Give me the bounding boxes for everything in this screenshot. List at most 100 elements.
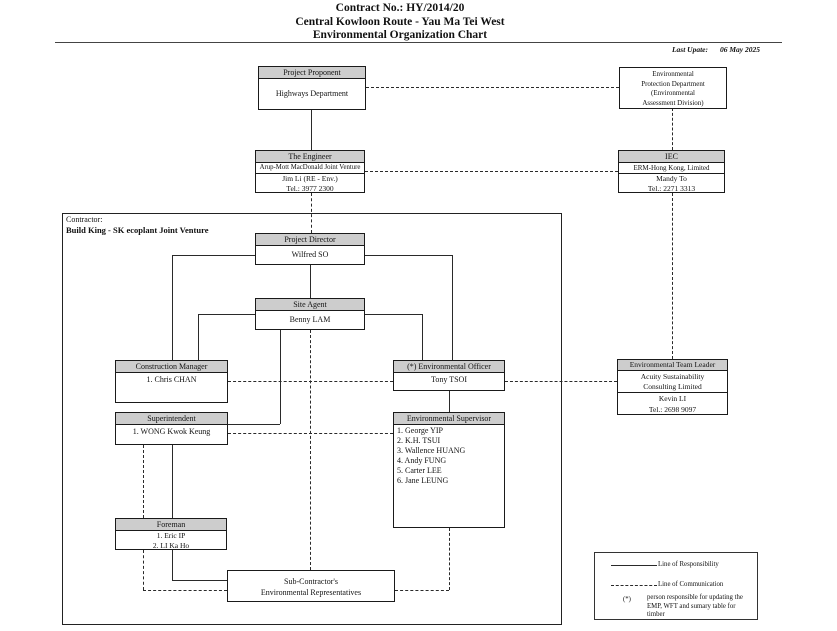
legend-communication-label: Line of Communication	[658, 581, 724, 588]
connector-director-environmentalofficer	[452, 255, 453, 360]
subcontractor-line2: Environmental Representatives	[260, 588, 362, 597]
es-name-1: 1. George YIP	[397, 426, 443, 435]
connector-siteagent-environmentalofficer	[422, 314, 423, 360]
connector-epd-iec	[672, 108, 673, 150]
connector-director-siteagent	[310, 265, 311, 298]
box-iec: IEC ERM-Hong Kong, Limited Mandy To Tel.…	[618, 150, 725, 193]
es-name-4: 4. Andy FUNG	[397, 456, 447, 465]
box-superintendent-body: 1. WONG Kwok Keung	[132, 427, 211, 436]
box-subcontractor: Sub-Contractor's Environmental Represent…	[227, 570, 395, 602]
connector-proponent-epd	[366, 87, 619, 88]
box-engineer: The Engineer Arup-Mott MacDonald Joint V…	[255, 150, 365, 193]
box-epd: Environmental Protection Department (Env…	[619, 67, 727, 109]
iec-tel: Tel.: 2271 3313	[647, 184, 696, 193]
foreman-name-2: 2. LI Ka Ho	[152, 541, 190, 550]
box-foreman: Foreman 1. Eric IP 2. LI Ka Ho	[115, 518, 227, 550]
legend: Line of Responsibility Line of Communica…	[594, 552, 758, 620]
connector-iec-teamleader	[672, 193, 673, 359]
contractor-label: Contractor:	[66, 215, 103, 224]
connector-superintendent-foreman-solid	[172, 445, 173, 518]
box-site-agent-header: Site Agent	[256, 299, 364, 311]
connector-director-constructionmanager	[172, 255, 173, 360]
connector-superintendent-es	[228, 433, 393, 434]
connector-siteagent-superintendent-h	[228, 424, 280, 425]
box-environmental-officer: (*) Environmental Officer Tony TSOI	[393, 360, 505, 391]
box-project-director-header: Project Director	[256, 234, 364, 246]
etl-tel: Tel.: 2698 9097	[648, 405, 697, 414]
chart-title: Environmental Organization Chart	[312, 29, 488, 41]
box-construction-manager-header: Construction Manager	[116, 361, 227, 373]
box-environmental-team-leader: Environmental Team Leader Acuity Sustain…	[617, 359, 728, 415]
box-environmental-supervisor-header: Environmental Supervisor	[394, 413, 504, 425]
header-rule	[55, 42, 782, 43]
box-construction-manager-body: 1. Chris CHAN	[146, 375, 197, 384]
box-site-agent: Site Agent Benny LAM	[255, 298, 365, 330]
connector-foreman-subcontractor-v	[172, 550, 173, 580]
box-project-proponent-body: Highways Department	[275, 89, 349, 98]
connector-siteagent-superintendent-v	[280, 330, 281, 424]
connector-director-left-h	[172, 255, 255, 256]
box-iec-header: IEC	[619, 151, 724, 163]
last-update: Last Upate: 06 May 2025	[610, 45, 760, 54]
foreman-name-1: 1. Eric IP	[156, 531, 186, 540]
box-superintendent-header: Superintendent	[116, 413, 227, 425]
engineer-org: Arup-Mott MacDonald Joint Venture	[256, 163, 364, 174]
connector-engineer-iec	[365, 171, 618, 172]
box-project-proponent-header: Project Proponent	[259, 67, 365, 79]
last-update-value: 06 May 2025	[720, 45, 760, 54]
subcontractor-line1: Sub-Contractor's	[284, 577, 338, 586]
contractor-name: Build King - SK ecoplant Joint Venture	[66, 225, 209, 235]
connector-siteagent-subcontractor	[310, 330, 311, 570]
connector-proponent-engineer	[311, 110, 312, 150]
legend-dashed-line-sample	[611, 585, 657, 586]
connector-siteagent-right-h	[365, 314, 422, 315]
connector-eo-es	[449, 391, 450, 412]
legend-asterisk-symbol: (*)	[623, 596, 631, 603]
box-environmental-officer-header: (*) Environmental Officer	[394, 361, 504, 373]
connector-siteagent-constructionmanager	[198, 314, 199, 360]
box-environmental-supervisor: Environmental Supervisor 1. George YIP 2…	[393, 412, 505, 528]
contract-number: Contract No.: HY/2014/20	[335, 2, 465, 14]
legend-asterisk-note: person responsible for updating the EMP,…	[647, 594, 743, 618]
page-title-block: Contract No.: HY/2014/20 Central Kowloon…	[0, 2, 800, 43]
es-name-5: 5. Carter LEE	[397, 466, 442, 475]
box-etl-header: Environmental Team Leader	[618, 360, 727, 371]
epd-line4: Assessment Division)	[642, 98, 704, 107]
box-site-agent-body: Benny LAM	[289, 315, 331, 324]
project-name: Central Kowloon Route - Yau Ma Tei West	[295, 15, 505, 28]
engineer-contact: Jim Li (RE - Env.)	[282, 174, 338, 183]
box-superintendent: Superintendent 1. WONG Kwok Keung	[115, 412, 228, 445]
connector-siteagent-left-h	[198, 314, 255, 315]
box-environmental-officer-body: Tony TSOI	[431, 375, 467, 384]
iec-contact: Mandy To	[656, 174, 687, 183]
connector-cm-eo	[228, 381, 393, 382]
engineer-tel: Tel.: 3977 2300	[286, 184, 334, 193]
box-engineer-header: The Engineer	[256, 151, 364, 163]
connector-superintendent-foreman-dashed	[143, 445, 144, 518]
etl-org-line1: Acuity Sustainability	[640, 372, 705, 381]
epd-line2: Protection Department	[641, 79, 705, 88]
connector-director-right-h	[365, 255, 452, 256]
connector-foreman-subcontractor-h-dashed	[143, 590, 227, 591]
contractor-boundary	[62, 213, 562, 625]
connector-foreman-subcontractor-h	[172, 580, 227, 581]
es-name-6: 6. Jane LEUNG	[397, 476, 449, 485]
es-name-3: 3. Wallence HUANG	[397, 446, 466, 455]
etl-contact: Kevin LI	[658, 394, 687, 403]
epd-line1: Environmental	[652, 70, 694, 78]
connector-es-subcontractor-v	[449, 528, 450, 590]
es-name-2: 2. K.H. TSUI	[397, 436, 441, 445]
iec-org: ERM-Hong Kong, Limited	[619, 163, 724, 174]
epd-line3: (Environmental	[651, 89, 695, 97]
legend-solid-line-sample	[611, 565, 657, 566]
box-project-director: Project Director Wilfred SO	[255, 233, 365, 265]
box-project-proponent: Project Proponent Highways Department	[258, 66, 366, 110]
connector-es-subcontractor-h	[395, 590, 449, 591]
etl-org-line2: Consulting Limited	[643, 382, 702, 391]
legend-responsibility-label: Line of Responsibility	[658, 561, 719, 568]
last-update-label: Last Upate:	[671, 45, 708, 54]
connector-foreman-subcontractor-v-dashed	[143, 550, 144, 590]
box-project-director-body: Wilfred SO	[291, 250, 329, 259]
box-construction-manager: Construction Manager 1. Chris CHAN	[115, 360, 228, 403]
